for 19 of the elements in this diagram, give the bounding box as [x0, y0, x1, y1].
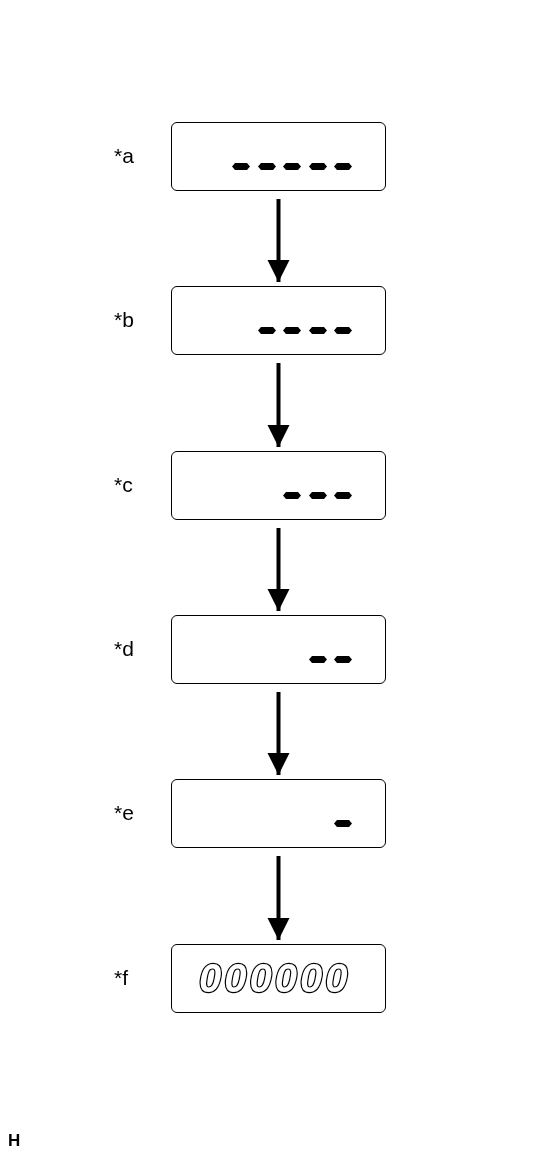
step-label: *f	[114, 966, 128, 990]
step-label: *d	[114, 637, 134, 661]
display-box	[171, 122, 386, 191]
display-box	[171, 451, 386, 520]
step-label: *b	[114, 308, 134, 332]
step-label: *c	[114, 473, 133, 497]
display-box	[171, 944, 386, 1013]
step-label: *a	[114, 144, 134, 168]
display-reading: 000000	[199, 958, 351, 998]
arrow	[267, 856, 290, 940]
step-label: *e	[114, 801, 134, 825]
arrow	[267, 199, 290, 282]
arrow	[267, 363, 290, 447]
display-box	[171, 615, 386, 684]
arrow	[267, 692, 290, 775]
display-box	[171, 286, 386, 355]
figure-code: H	[8, 1131, 21, 1151]
arrow	[267, 528, 290, 611]
display-box	[171, 779, 386, 848]
